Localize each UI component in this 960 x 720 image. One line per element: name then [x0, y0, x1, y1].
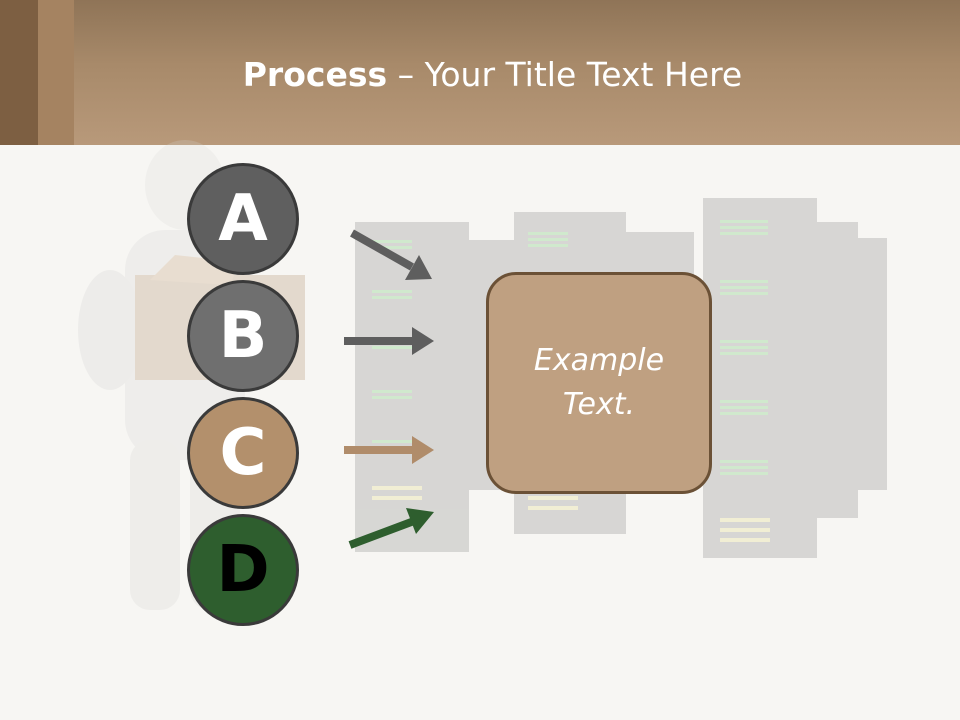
- example-text: Example Text.: [534, 339, 664, 427]
- step-circle-b[interactable]: B: [187, 280, 299, 392]
- example-text-box[interactable]: Example Text.: [486, 272, 712, 494]
- example-text-line2: Text.: [562, 387, 636, 422]
- step-circle-a[interactable]: A: [187, 163, 299, 275]
- example-text-line1: Example: [533, 343, 665, 378]
- step-circle-c[interactable]: C: [187, 397, 299, 509]
- slide-title-bold: Process: [242, 55, 388, 94]
- slide-title-rest: – Your Title Text Here: [387, 55, 743, 94]
- header-banner: Process – Your Title Text Here: [0, 0, 960, 145]
- header-accent-dark: [0, 0, 38, 145]
- step-circle-d[interactable]: D: [187, 514, 299, 626]
- slide-title[interactable]: Process – Your Title Text Here: [0, 52, 960, 98]
- server-vents: [372, 486, 770, 542]
- header-accent-light: [38, 0, 74, 145]
